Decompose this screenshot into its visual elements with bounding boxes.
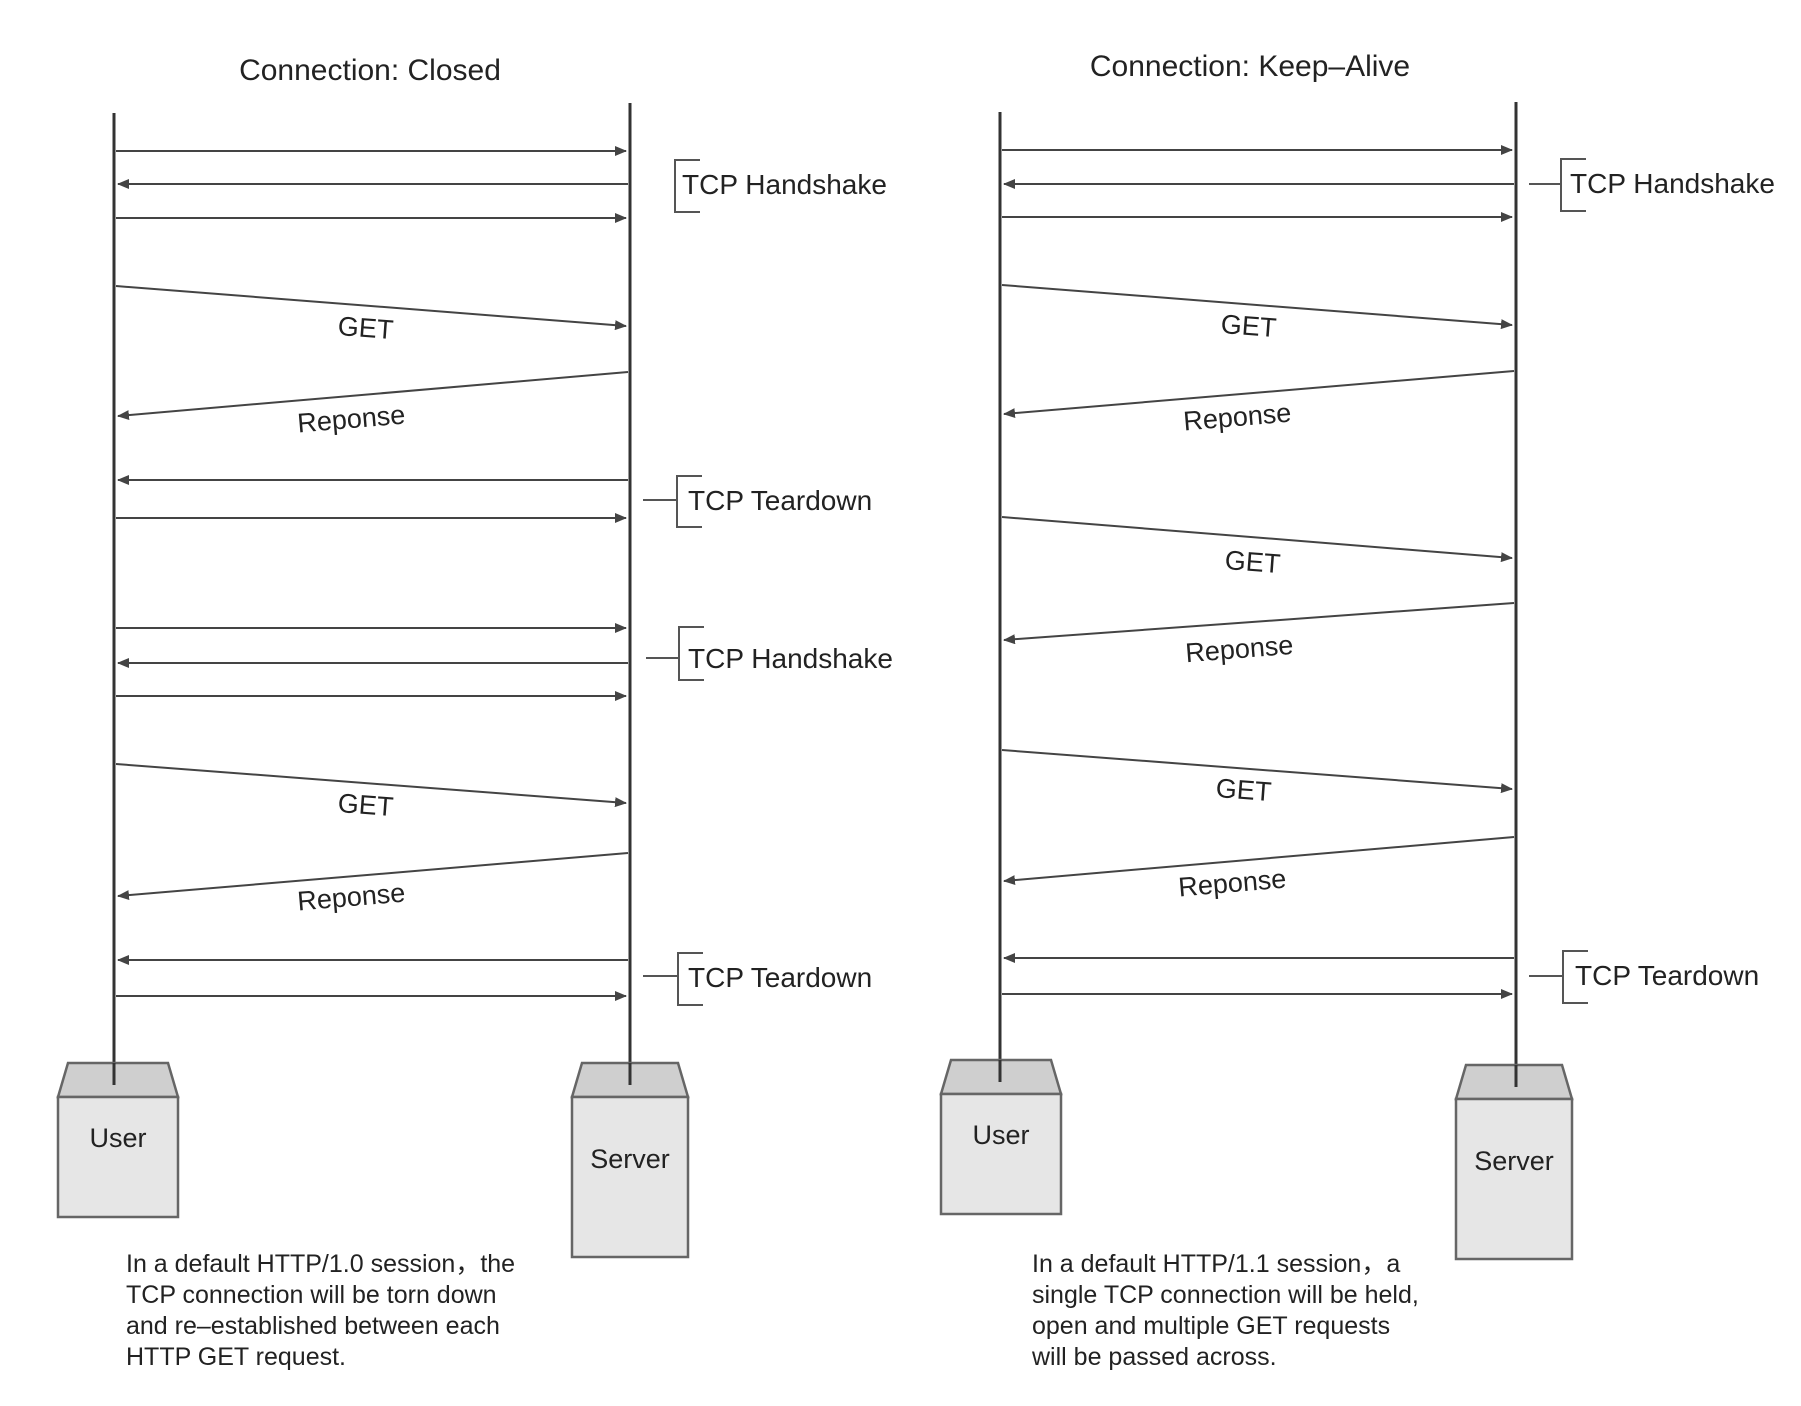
- message-label: GET: [337, 788, 395, 822]
- caption-line: single TCP connection will be held,: [1032, 1281, 1419, 1309]
- phase-label: TCP Teardown: [688, 485, 872, 516]
- message-label: GET: [1215, 773, 1273, 807]
- phase-label: TCP Teardown: [688, 962, 872, 993]
- message-label: Reponse: [1182, 398, 1292, 437]
- server-box: Server: [1454, 1063, 1574, 1261]
- phase-bracket: [676, 475, 702, 528]
- box-front-face: [1454, 1097, 1574, 1261]
- user-box: User: [939, 1058, 1063, 1216]
- caption-line: HTTP GET request.: [126, 1343, 346, 1371]
- message-label: Reponse: [296, 878, 406, 917]
- caption-line: will be passed across.: [1031, 1343, 1277, 1371]
- caption-line: open and multiple GET requests: [1032, 1312, 1390, 1340]
- box-top-face: [1454, 1063, 1574, 1101]
- phase-bracket: [1560, 158, 1586, 212]
- diagram-title: Connection: Closed: [239, 54, 501, 87]
- user-box-label: User: [972, 1120, 1029, 1150]
- response-arrow: [117, 371, 629, 421]
- box-front-face: [56, 1095, 180, 1219]
- message-label: GET: [337, 311, 395, 345]
- phase-bracket: [1562, 950, 1588, 1004]
- phase-label: TCP Handshake: [1570, 168, 1775, 199]
- caption-line: TCP connection will be torn down: [126, 1281, 497, 1309]
- get-request-arrow: [1001, 516, 1513, 563]
- message-label: GET: [1224, 545, 1282, 579]
- response-arrow: [1003, 602, 1515, 645]
- server-box: Server: [570, 1061, 690, 1259]
- message-label: GET: [1220, 309, 1278, 343]
- diagram-connection-closed: Connection: ClosedGETReponseGETReponseTC…: [56, 54, 893, 1371]
- message-label: Reponse: [296, 400, 406, 439]
- phase-label: TCP Handshake: [682, 169, 887, 200]
- phase-bracket: [677, 952, 703, 1006]
- caption-line: In a default HTTP/1.0 session，the: [126, 1250, 515, 1278]
- box-front-face: [570, 1095, 690, 1259]
- server-box-label: Server: [590, 1144, 670, 1174]
- caption-line: In a default HTTP/1.1 session，a: [1032, 1250, 1400, 1278]
- box-top-face: [56, 1061, 180, 1099]
- phase-bracket: [674, 159, 700, 213]
- user-box-label: User: [89, 1123, 146, 1153]
- diagram-title: Connection: Keep–Alive: [1090, 50, 1410, 83]
- phase-bracket: [678, 626, 704, 681]
- box-front-face: [939, 1092, 1063, 1216]
- response-arrow: [1003, 836, 1515, 886]
- phase-label: TCP Handshake: [688, 643, 893, 674]
- response-arrow: [1003, 370, 1515, 419]
- get-request-arrow: [115, 763, 627, 808]
- server-box-label: Server: [1474, 1146, 1554, 1176]
- get-request-arrow: [1001, 284, 1513, 330]
- message-label: Reponse: [1184, 630, 1294, 668]
- response-arrow: [117, 852, 629, 901]
- phase-label: TCP Teardown: [1575, 960, 1759, 991]
- diagram-connection-keep-alive: Connection: Keep–AliveGETReponseGETRepon…: [939, 50, 1775, 1371]
- caption-line: and re–established between each: [126, 1312, 500, 1340]
- get-request-arrow: [115, 285, 627, 331]
- get-request-arrow: [1001, 749, 1513, 794]
- user-box: User: [56, 1061, 180, 1219]
- message-label: Reponse: [1177, 864, 1287, 903]
